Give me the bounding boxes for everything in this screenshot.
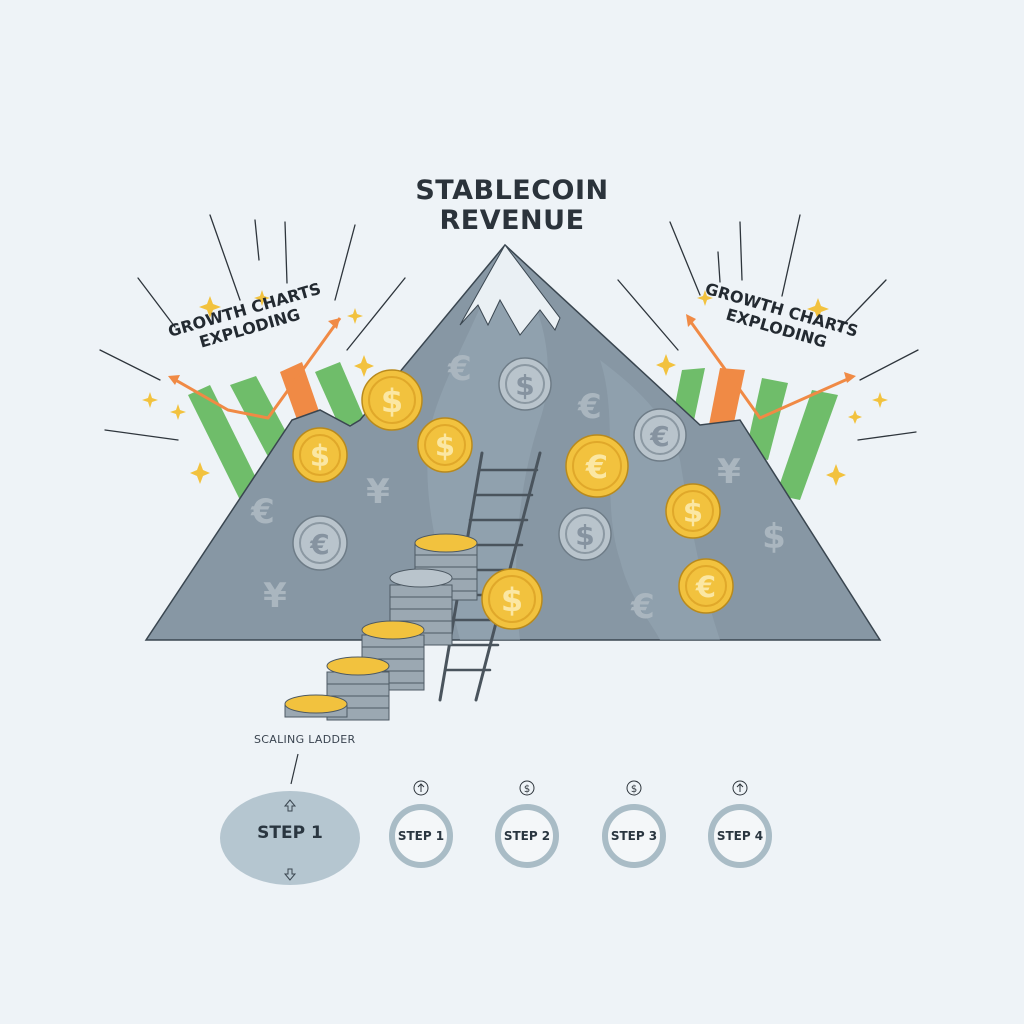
step-2-label[interactable]: STEP 2 bbox=[503, 829, 551, 843]
svg-text:$: $ bbox=[631, 784, 637, 795]
coin-stack-1 bbox=[284, 694, 348, 718]
svg-text:€: € bbox=[309, 528, 329, 561]
silver-euro-coin: € bbox=[292, 515, 348, 571]
arrow-up-coin-icon bbox=[732, 780, 748, 796]
left-bar-3 bbox=[280, 362, 322, 428]
left-bar-1 bbox=[188, 385, 262, 500]
svg-text:$: $ bbox=[435, 429, 455, 463]
euro-glyph: € bbox=[630, 587, 655, 627]
step-active-badge[interactable] bbox=[220, 791, 360, 885]
coin-stacks bbox=[284, 533, 478, 721]
title-line-2: REVENUE bbox=[439, 205, 585, 236]
right-bar-4 bbox=[776, 390, 838, 500]
svg-text:$: $ bbox=[524, 784, 530, 795]
left-growth-chart bbox=[168, 317, 365, 500]
gold-dollar-coin: $ bbox=[481, 568, 543, 630]
left-trend-arrow bbox=[171, 317, 342, 420]
svg-text:€: € bbox=[649, 420, 669, 453]
arrow-up-icon bbox=[283, 799, 297, 812]
gold-euro-coin: € bbox=[678, 558, 734, 614]
scaling-ladder-caption: SCALING LADDER bbox=[254, 733, 356, 746]
step-ring-3: $ bbox=[602, 780, 666, 868]
left-burst-rays bbox=[99, 214, 406, 441]
arrow-down-icon bbox=[283, 868, 297, 881]
dollar-coin-icon bbox=[519, 780, 535, 796]
step-3-label[interactable]: STEP 3 bbox=[610, 829, 658, 843]
step-active-label: STEP 1 bbox=[257, 823, 323, 843]
euro-glyph: € bbox=[577, 387, 602, 427]
svg-text:$: $ bbox=[310, 439, 330, 473]
caption-pointer bbox=[290, 753, 299, 785]
svg-text:$: $ bbox=[381, 382, 403, 420]
gold-euro-coin: € bbox=[565, 434, 629, 498]
step-ring-4 bbox=[708, 780, 772, 868]
gold-coins: $ $ $ € $ € bbox=[292, 369, 734, 614]
sparkles bbox=[142, 290, 888, 486]
currency-glyphs: € € ¥ € ¥ $ ¥ € bbox=[250, 349, 786, 627]
silver-coins: $ € € $ bbox=[292, 357, 687, 571]
gold-dollar-coin: $ bbox=[292, 427, 348, 483]
left-bar-4 bbox=[315, 362, 365, 428]
silver-dollar-coin: $ bbox=[558, 507, 612, 561]
silver-euro-coin: € bbox=[633, 408, 687, 462]
step-ring-1 bbox=[389, 780, 453, 868]
silver-dollar-coin: $ bbox=[498, 357, 552, 411]
gold-dollar-coin: $ bbox=[417, 417, 473, 473]
gold-dollar-coin: $ bbox=[361, 369, 423, 431]
right-trend-arrow bbox=[686, 317, 851, 420]
right-bar-3 bbox=[745, 378, 788, 460]
step-1-label[interactable]: STEP 1 bbox=[397, 829, 445, 843]
svg-text:€: € bbox=[695, 570, 716, 604]
euro-glyph: € bbox=[250, 492, 275, 532]
right-burst-rays bbox=[617, 214, 919, 441]
dollar-coin-icon bbox=[626, 780, 642, 796]
svg-text:$: $ bbox=[683, 495, 703, 529]
coin-stack-3 bbox=[361, 620, 425, 691]
gold-dollar-coin: $ bbox=[665, 483, 721, 539]
yen-glyph: ¥ bbox=[717, 452, 741, 492]
svg-text:$: $ bbox=[575, 519, 594, 552]
euro-glyph: € bbox=[447, 349, 472, 389]
title-line-1: STABLECOIN bbox=[415, 175, 609, 206]
arrow-up-coin-icon bbox=[413, 780, 429, 796]
svg-text:€: € bbox=[585, 448, 608, 486]
dollar-glyph: $ bbox=[762, 517, 786, 557]
step-rings: $ $ bbox=[389, 780, 772, 868]
step-ring-2: $ bbox=[495, 780, 559, 868]
svg-text:$: $ bbox=[515, 369, 534, 402]
yen-glyph: ¥ bbox=[263, 576, 287, 616]
step-4-label[interactable]: STEP 4 bbox=[716, 829, 764, 843]
yen-glyph: ¥ bbox=[366, 472, 390, 512]
svg-text:$: $ bbox=[501, 581, 523, 619]
